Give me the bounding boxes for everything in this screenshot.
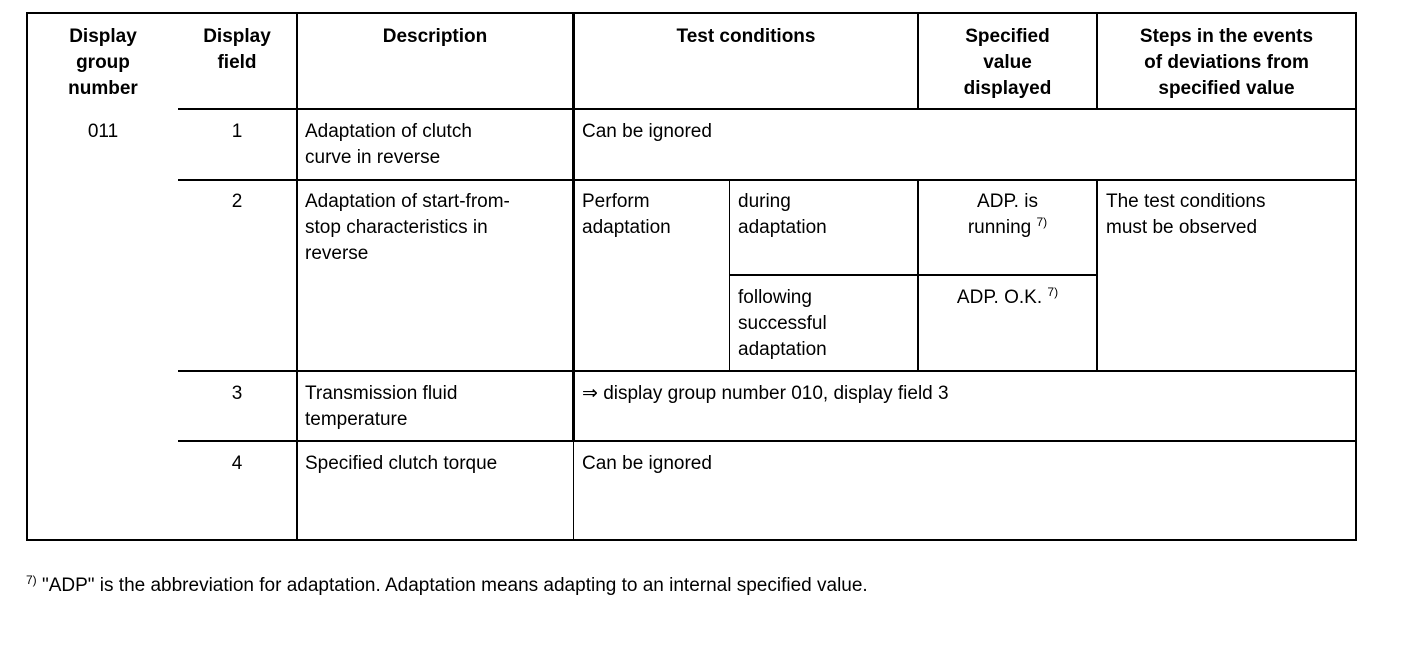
- border: [26, 12, 28, 541]
- border: [26, 539, 1357, 541]
- header-description: Description: [382, 26, 488, 47]
- border: [26, 12, 1357, 14]
- border: [1096, 12, 1098, 110]
- footnote-text: "ADP" is the abbreviation for adaptation…: [41, 575, 868, 596]
- condition-main-2: Perform adaptation: [582, 191, 671, 238]
- description-4: Specified clutch torque: [305, 453, 498, 474]
- footnote-ref: 7): [1047, 285, 1059, 299]
- border: [178, 370, 1357, 372]
- border: [572, 12, 575, 441]
- group-number: 011: [87, 121, 119, 142]
- sub-condition-2: following successful adaptation: [738, 287, 827, 360]
- border: [573, 441, 574, 540]
- conditions-4: Can be ignored: [582, 453, 712, 474]
- border: [178, 440, 1357, 442]
- value-text: ADP. is running: [967, 191, 1038, 238]
- header-field: Display field: [203, 26, 271, 73]
- conditions-3: ⇒ display group number 010, display fiel…: [582, 383, 949, 404]
- footnote-ref: 7): [1036, 215, 1048, 229]
- field-4: 4: [231, 453, 243, 474]
- description-1: Adaptation of clutch curve in reverse: [305, 121, 472, 168]
- steps-2: The test conditions must be observed: [1106, 191, 1266, 238]
- field-2: 2: [231, 191, 243, 212]
- footnote-mark: 7): [26, 573, 37, 587]
- border: [296, 12, 298, 541]
- sub-value-1: ADP. is running 7): [919, 189, 1096, 241]
- border: [178, 108, 1357, 110]
- conditions-1: Can be ignored: [582, 121, 712, 142]
- footnote: 7) "ADP" is the abbreviation for adaptat…: [26, 573, 868, 599]
- header-group: Display group number: [68, 26, 138, 99]
- value-text: ADP. O.K.: [956, 287, 1043, 308]
- sub-condition-1: during adaptation: [738, 191, 827, 238]
- border: [1096, 179, 1098, 371]
- field-3: 3: [231, 383, 243, 404]
- border: [1355, 12, 1357, 541]
- header-specified: Specified value displayed: [963, 26, 1052, 99]
- description-2: Adaptation of start-from- stop character…: [305, 191, 510, 264]
- border: [178, 179, 1357, 181]
- header-conditions: Test conditions: [676, 26, 816, 47]
- sub-value-2: ADP. O.K. 7): [919, 285, 1096, 311]
- field-1: 1: [231, 121, 243, 142]
- border: [917, 12, 919, 110]
- border: [729, 274, 1097, 276]
- description-3: Transmission fluid temperature: [305, 383, 458, 430]
- header-steps: Steps in the events of deviations from s…: [1139, 26, 1314, 99]
